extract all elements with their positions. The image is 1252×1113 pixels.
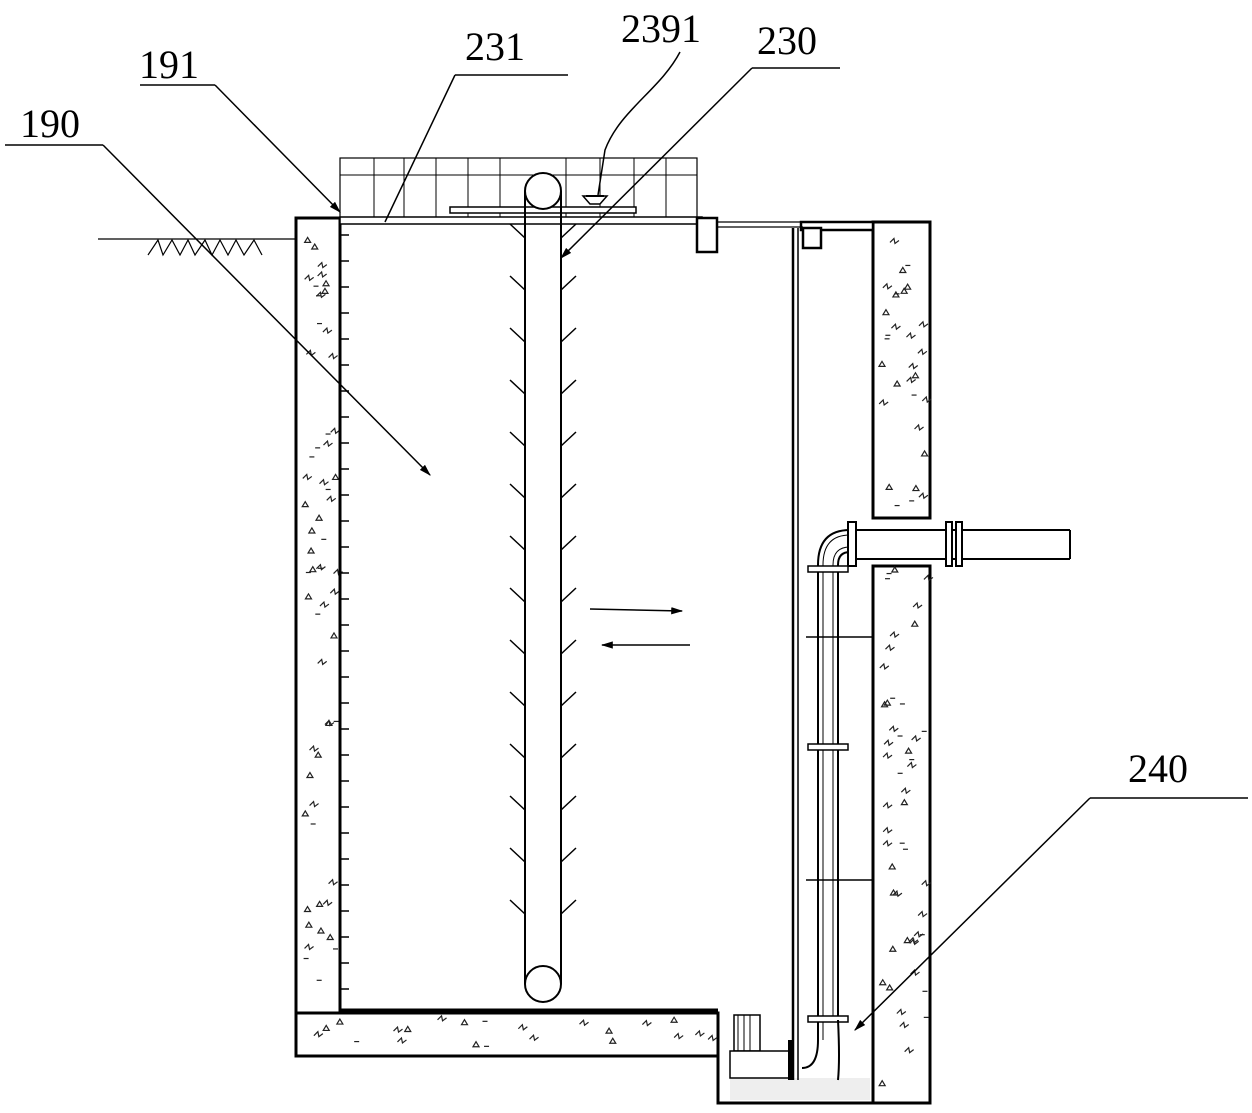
label-231: 231 [465,24,525,69]
submersible-pump [729,1014,792,1080]
partition-wall [791,220,875,1080]
tank-inner-wall [338,222,718,1013]
right-concrete-wall-upper [871,220,932,520]
right-concrete-wall-lower [871,564,932,1105]
bottom-concrete-slab [294,1011,720,1058]
label-230: 230 [757,18,817,63]
support-beam-231 [339,216,803,228]
flow-arrow-right [589,607,684,615]
label-190: 190 [20,101,80,146]
concrete-hatching [301,236,934,1087]
wall-scale-ticks [340,234,349,990]
leader-lines [5,51,1248,1031]
pump-pit [716,1013,873,1105]
nozzle-2391 [581,195,609,205]
label-240: 240 [1128,746,1188,791]
label-2391: 2391 [621,6,701,51]
weir-box [695,216,719,254]
ground-surface [98,238,296,257]
left-concrete-wall [294,216,342,1015]
label-191: 191 [139,42,199,87]
brush-bristles [509,223,577,915]
discharge-pipe [801,521,1071,1081]
belt-loop-230 [524,172,562,1003]
